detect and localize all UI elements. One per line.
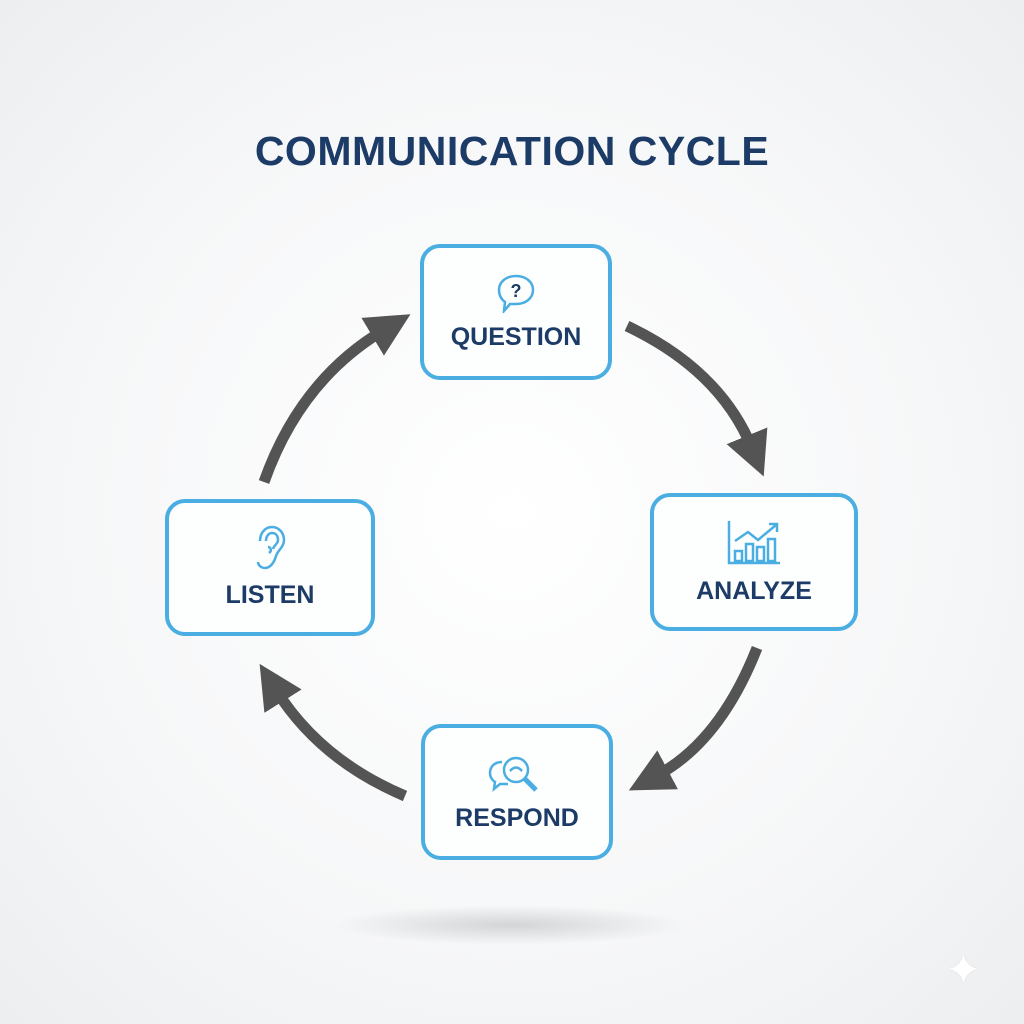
ground-shadow [330,905,690,945]
arrow-listen-to-question [258,314,411,484]
speech-bubble-magnifier-icon [488,756,538,792]
diagram-title: COMMUNICATION CYCLE [254,128,770,174]
step-question: ? QUESTION [420,244,612,380]
step-analyze: ANALYZE [650,493,858,631]
step-label: RESPOND [455,803,579,832]
step-respond: RESPOND [421,724,613,860]
svg-text:?: ? [511,281,522,301]
arrow-respond-to-listen [259,663,408,802]
ear-icon [256,525,286,570]
step-label: ANALYZE [696,576,812,605]
sparkle-icon: ✦ [945,946,982,995]
arrow-analyze-to-respond [628,645,763,791]
question-speech-bubble-icon: ? [497,274,535,313]
step-label: LISTEN [225,581,315,609]
arrow-question-to-analyze [624,321,768,477]
step-listen: LISTEN [165,499,375,636]
step-label: QUESTION [450,322,582,351]
bar-chart-trend-icon [727,520,780,564]
